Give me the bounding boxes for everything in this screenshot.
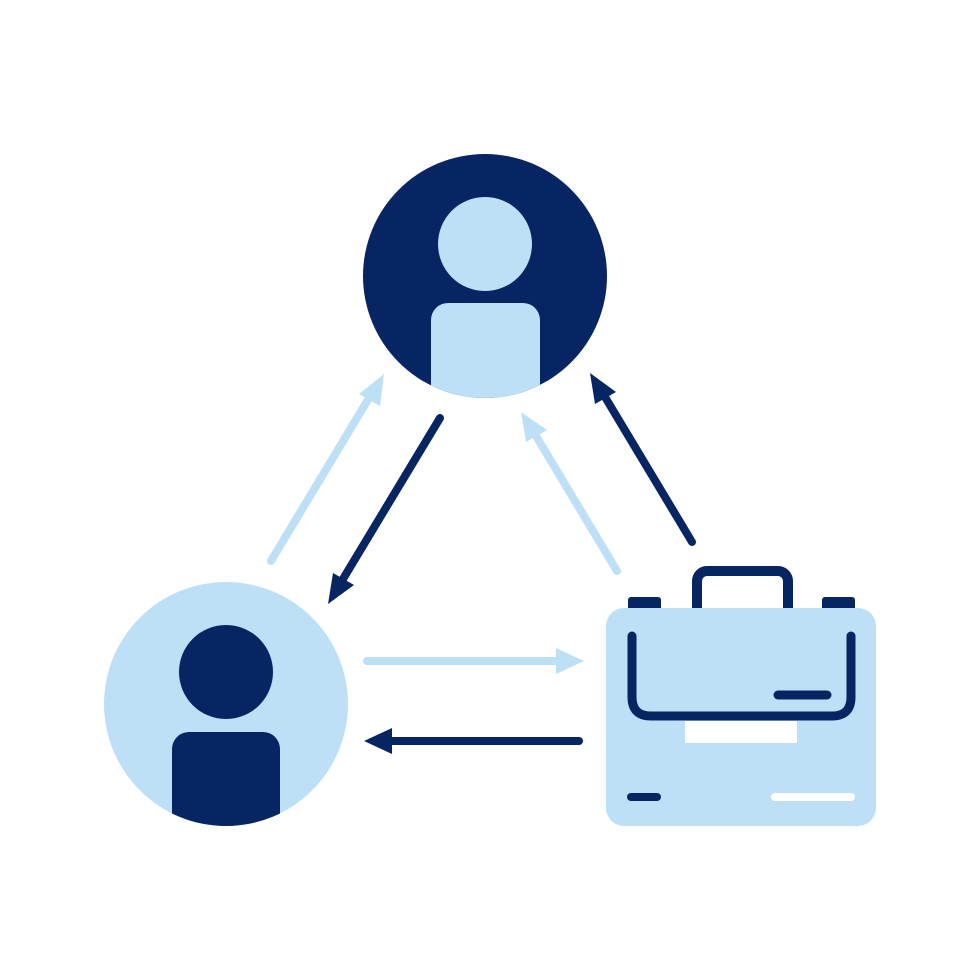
briefcase-latch-left [628,597,661,611]
briefcase-clasp [685,721,797,743]
user-icon [431,197,540,398]
arrow-briefcase-to-top-light [521,412,621,575]
person-top-node [363,154,607,398]
person-left-node [104,582,348,826]
arrow-briefcase-to-top-dark [590,373,696,546]
briefcase-latch-right [822,597,855,611]
arrow-briefcase-to-left [364,728,583,754]
arrow-left-to-top [267,374,384,565]
user-icon [172,625,280,826]
arrow-left-to-briefcase [363,648,584,674]
briefcase-flap-outline [627,631,856,721]
briefcase-icon [606,566,876,826]
arrow-top-to-left [328,414,444,604]
